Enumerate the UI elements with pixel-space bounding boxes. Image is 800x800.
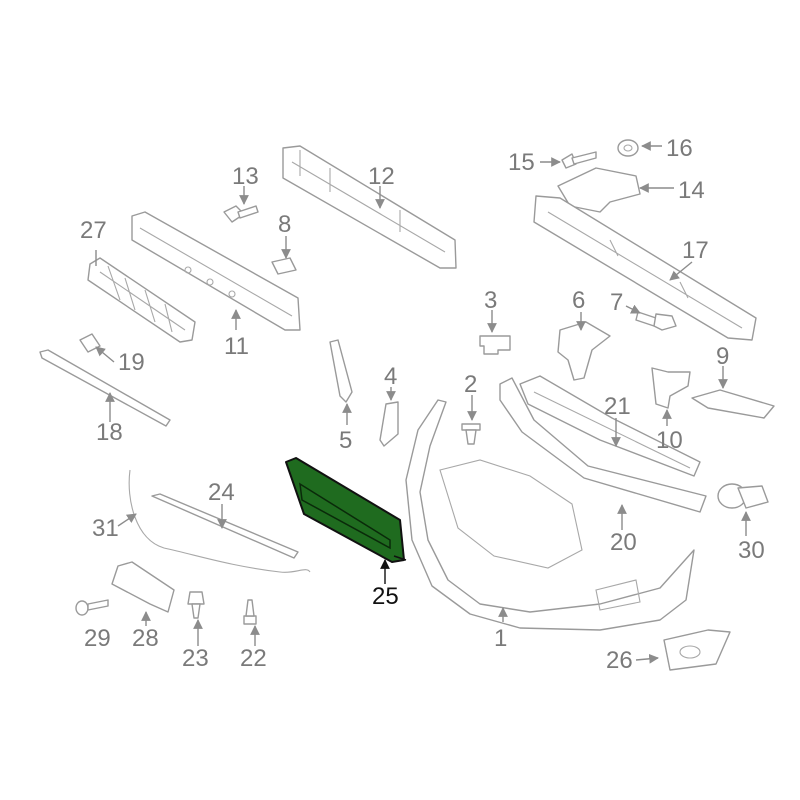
callout-8: 8 — [278, 211, 291, 238]
callout-31: 31 — [92, 515, 119, 542]
callout-13: 13 — [232, 163, 259, 190]
callout-15: 15 — [508, 149, 535, 176]
callout-5: 5 — [339, 427, 352, 454]
part-18-moulding-strip — [39, 349, 171, 427]
part-11-grille-carrier — [131, 211, 301, 331]
callout-21: 21 — [604, 393, 631, 420]
callout-30: 30 — [738, 537, 765, 564]
callout-20: 20 — [610, 529, 637, 556]
callout-12: 12 — [368, 163, 395, 190]
part-20-spoiler — [499, 377, 707, 513]
callout-10: 10 — [656, 427, 683, 454]
callout-29: 29 — [84, 625, 111, 652]
leader-lines — [95, 141, 751, 664]
part-12-reinforcement-beam — [282, 145, 457, 269]
part-30-sensor — [717, 483, 769, 509]
callout-27: 27 — [80, 217, 107, 244]
callout-26: 26 — [606, 647, 633, 674]
part-17-absorber — [533, 195, 757, 341]
callout-22: 22 — [240, 645, 267, 672]
part-26-bezel — [663, 629, 731, 671]
part-1-bumper-cover — [405, 399, 695, 631]
part-8-clip — [271, 257, 297, 275]
part-15-screw — [561, 151, 597, 169]
callout-19: 19 — [118, 349, 145, 376]
part-10-bracket — [651, 367, 691, 409]
callout-18: 18 — [96, 419, 123, 446]
callout-6: 6 — [572, 287, 585, 314]
part-25-lower-grille-highlighted — [285, 457, 407, 563]
part-4-cover — [379, 401, 399, 447]
part-27-mesh-grille — [87, 257, 196, 343]
part-3-clip — [479, 335, 511, 355]
callout-24: 24 — [208, 479, 235, 506]
part-23-bolt — [187, 591, 205, 619]
part-2-push-clip — [461, 423, 481, 445]
callout-labels: 1 2 3 4 5 6 7 8 9 10 11 12 13 14 15 16 1… — [80, 135, 765, 674]
part-9-bracket — [691, 389, 775, 419]
callout-14: 14 — [678, 177, 705, 204]
callout-17: 17 — [682, 237, 709, 264]
part-13-bolt — [223, 205, 259, 223]
callout-7: 7 — [610, 289, 623, 316]
part-31-harness — [128, 469, 311, 573]
part-5-cover — [329, 339, 353, 403]
part-22-push-pin — [243, 599, 257, 625]
part-28-plate-bracket — [111, 561, 175, 613]
part-29-bolt — [75, 599, 109, 616]
part-7-bolt — [635, 311, 677, 331]
callout-3: 3 — [484, 287, 497, 314]
callout-28: 28 — [132, 625, 159, 652]
callout-1: 1 — [494, 625, 507, 652]
part-6-bracket — [557, 321, 611, 381]
callout-23: 23 — [182, 645, 209, 672]
part-21-grille-strip — [519, 375, 701, 477]
callout-4: 4 — [384, 363, 397, 390]
part-16-nut — [617, 139, 639, 157]
callout-25: 25 — [372, 583, 399, 610]
callout-11: 11 — [224, 333, 249, 360]
callout-16: 16 — [666, 135, 693, 162]
callout-2: 2 — [464, 371, 477, 398]
callout-9: 9 — [716, 343, 729, 370]
part-19-clip — [79, 333, 101, 353]
